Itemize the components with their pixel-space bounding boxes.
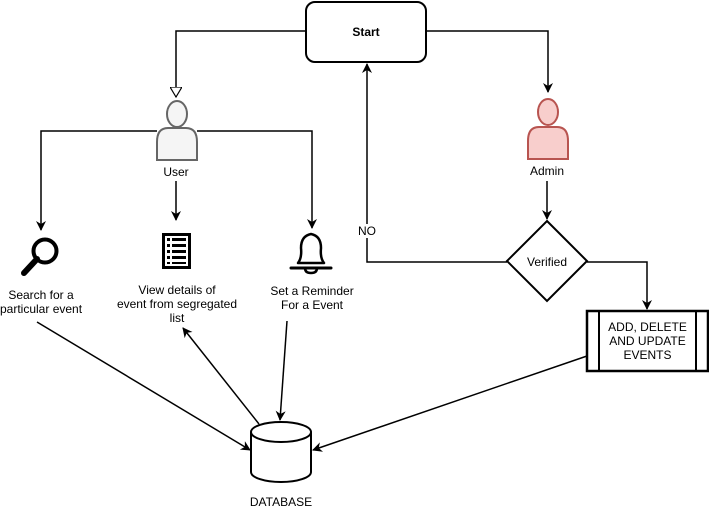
start-node	[305, 1, 427, 63]
database-label: DATABASE	[249, 495, 313, 509]
admin-actions-label: ADD, DELETE AND UPDATE EVENTS	[599, 320, 696, 362]
magnifier-icon	[21, 237, 59, 276]
search-label-line-1: Search for a	[8, 288, 74, 302]
database-cylinder	[250, 421, 312, 483]
verified-label: Verified	[526, 255, 568, 269]
list-icon	[162, 233, 191, 269]
edge-actions-to-database	[312, 355, 588, 452]
view-label-line-2: event from segregated	[116, 297, 238, 311]
admin-actions-line-1: ADD, DELETE	[608, 320, 687, 334]
reminder-label: Set a Reminder For a Event	[262, 284, 362, 312]
start-label: Start	[352, 25, 380, 39]
view-label-line-3: list	[169, 311, 185, 325]
admin-actor-icon	[527, 98, 569, 160]
search-label: Search for a particular event	[0, 288, 82, 316]
admin-actions-line-2: AND UPDATE	[609, 334, 686, 348]
user-actor-icon	[156, 100, 198, 161]
user-label: User	[163, 165, 189, 179]
edge-start-to-user	[176, 30, 306, 97]
no-label: NO	[358, 224, 376, 238]
view-label: View details of event from segregated li…	[112, 283, 242, 325]
verified-decision	[505, 219, 589, 303]
edge-verified-to-actions	[587, 261, 652, 310]
edge-reminder-to-database	[275, 320, 288, 421]
view-label-line-1: View details of	[138, 283, 216, 297]
admin-actions-process	[585, 309, 709, 373]
admin-label: Admin	[529, 164, 564, 178]
reminder-label-line-1: Set a Reminder	[270, 284, 354, 298]
edge-database-to-view	[182, 327, 260, 425]
edge-verified-no-to-start	[362, 63, 507, 263]
edge-user-to-search	[36, 130, 157, 231]
edge-user-to-reminder	[197, 130, 317, 229]
edge-search-to-database	[36, 321, 251, 451]
reminder-label-line-2: For a Event	[280, 298, 344, 312]
bell-icon	[289, 232, 333, 275]
edge-start-to-admin	[426, 30, 553, 93]
search-label-line-2: particular event	[0, 302, 83, 316]
admin-actions-line-3: EVENTS	[623, 348, 672, 362]
